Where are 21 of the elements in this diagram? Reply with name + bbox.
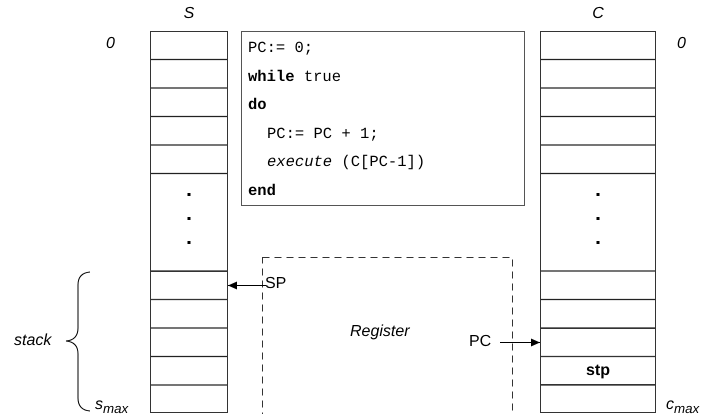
register-name: PC <box>469 333 492 350</box>
code-box <box>241 31 525 206</box>
code-line: execute (C[PC-1]) <box>266 152 426 173</box>
memory-cell <box>150 271 228 300</box>
cell-text: stp <box>586 362 610 380</box>
index-label: s$_{max}$ <box>95 396 128 414</box>
code-line: do <box>248 95 267 116</box>
register-name: SP <box>265 275 286 292</box>
arrow <box>228 282 266 290</box>
index-label: c$_{max}$ <box>666 396 700 414</box>
column-heading: C <box>591 5 605 23</box>
stack-label: stack <box>14 332 52 350</box>
code-line: PC:= PC + 1; <box>266 124 379 144</box>
register-title: Register <box>350 323 410 341</box>
column-heading: S <box>182 5 196 23</box>
arrow <box>500 338 540 346</box>
code-line: PC:= 0; <box>248 38 314 59</box>
index-label: 0 <box>677 35 686 53</box>
index-label: 0 <box>106 35 115 53</box>
code-line: while true <box>248 66 342 88</box>
code-line: end <box>248 180 276 202</box>
